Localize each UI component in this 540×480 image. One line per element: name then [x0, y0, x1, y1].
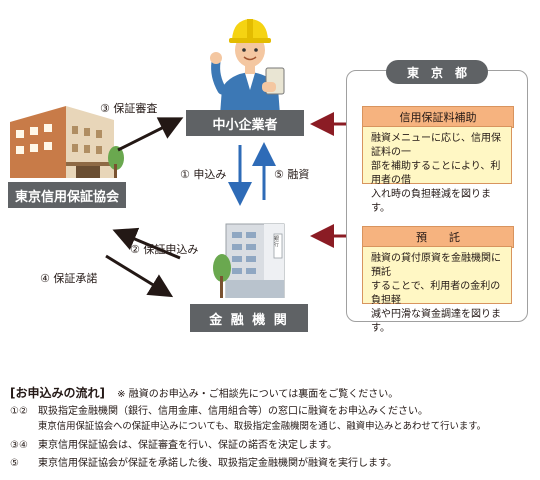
bank-node: 金 融 機 関: [190, 304, 308, 332]
step-line: 東京信用保証協会が保証を承諾した後、取扱指定金融機関が融資を実行します。: [38, 458, 397, 469]
guarantee-association-node: 東京信用保証協会: [8, 182, 126, 208]
card-deposit-line: することで、利用者の金利の負担軽: [371, 281, 501, 306]
label-guarantee-apply: ② 保証申込み: [130, 243, 199, 256]
tokyo-label: 東 京 都: [386, 60, 488, 84]
arrow-guarantee-apply: [112, 227, 181, 260]
flow-step: ⑤ 東京信用保証協会が保証を承諾した後、取扱指定金融機関が融資を実行します。: [10, 456, 530, 471]
step-number: ①②: [10, 406, 28, 417]
bank-building-illustration: [213, 223, 285, 298]
card-subsidy-title: 信用保証料補助: [362, 106, 514, 128]
card-subsidy-line: 入れ時の負担軽減を図ります。: [371, 189, 491, 214]
bank-sign: 銀行: [274, 236, 280, 248]
step-number: ⑤: [10, 458, 19, 469]
flow-step: ①② 取扱指定金融機関（銀行、信用金庫、信用組合等）の窓口に融資をお申込みくださ…: [10, 404, 538, 434]
step-line: 東京信用保証協会への保証申込みについても、取扱指定金融機関を通じ、融資申込みとあ…: [38, 421, 487, 432]
sme-node: 中小企業者: [186, 110, 304, 136]
card-subsidy-line: 部を補助することにより、利用者の借: [371, 161, 501, 186]
step-line: 取扱指定金融機関（銀行、信用金庫、信用組合等）の窓口に融資をお申込みください。: [38, 406, 428, 417]
label-guarantee-approve: ④ 保証承諾: [40, 272, 98, 285]
flow-heading: [お申込みの流れ] ※ 融資のお申込み・ご相談先については裏面をご覧ください。: [10, 384, 398, 401]
arrow-guarantee-approve: [105, 254, 174, 298]
label-review: ③ 保証審査: [100, 102, 158, 115]
flow-note: ※ 融資のお申込み・ご相談先については裏面をご覧ください。: [117, 389, 399, 400]
card-subsidy-line: 融資メニューに応じ、信用保証料の一: [371, 133, 501, 158]
flow-title: [お申込みの流れ]: [10, 386, 105, 400]
association-building-illustration: [10, 106, 124, 178]
card-deposit-line: 減や円滑な資金調達を図ります。: [371, 309, 501, 334]
worker-illustration: [210, 19, 285, 115]
label-apply: ① 申込み: [180, 168, 227, 181]
card-deposit-line: 融資の貸付原資を金融機関に預託: [371, 253, 501, 278]
step-number: ③④: [10, 440, 28, 451]
arrow-review: [117, 117, 184, 152]
flow-step: ③④ 東京信用保証協会は、保証審査を行い、保証の諾否を決定します。: [10, 438, 530, 453]
card-deposit-title: 預 託: [362, 226, 514, 248]
label-loan: ⑤ 融資: [274, 168, 310, 181]
card-deposit-body: 融資の貸付原資を金融機関に預託 することで、利用者の金利の負担軽 減や円滑な資金…: [362, 246, 512, 334]
card-subsidy-body: 融資メニューに応じ、信用保証料の一 部を補助することにより、利用者の借 入れ時の…: [362, 126, 512, 214]
step-line: 東京信用保証協会は、保証審査を行い、保証の諾否を決定します。: [38, 440, 337, 451]
